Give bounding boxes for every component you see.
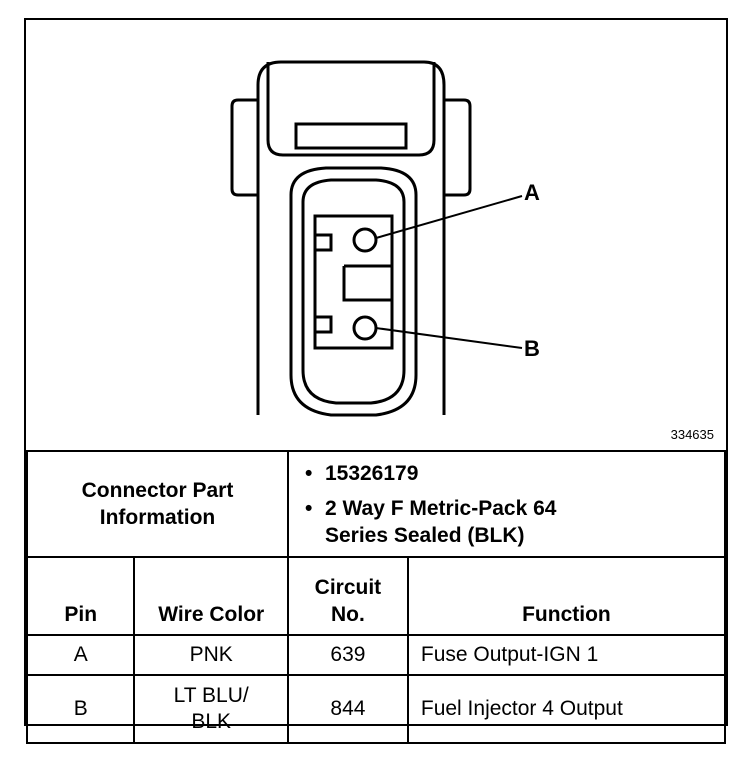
connector-info-item: •2 Way F Metric-Pack 64 Series Sealed (B… [304,496,557,547]
key-top [315,233,333,252]
cell-pin: A [25,634,136,676]
connector-info-row: Connector Part Information •15326179 •2 … [26,450,727,558]
connector-info-item: •15326179 [304,461,419,485]
latch-window [294,122,408,150]
terminal-block [313,214,394,350]
figure-id: 334635 [670,427,714,442]
connector-diagram: A B 334635 [26,20,726,450]
table-row: A PNK 639 Fuse Output-IGN 1 [25,634,727,676]
table-row: B LT BLU/ BLK 844 Fuel Injector 4 Output [25,674,727,744]
cell-pin: B [25,674,136,744]
cavity-b [352,315,378,341]
header-wire-color: Wire Color [133,556,289,636]
seal-inner [301,178,406,405]
pin-table: Connector Part Information •15326179 •2 … [25,450,727,744]
cell-wire-color: PNK [133,634,289,676]
connector-housing [256,60,446,415]
leader-a [375,195,523,239]
table-header-row: Pin Wire Color Circuit No. Function [25,556,727,636]
left-latch-tab [230,98,258,197]
pin-label-a: A [524,180,540,205]
header-circuit: Circuit No. [286,556,409,636]
cell-wire-color: LT BLU/ BLK [133,674,289,744]
header-pin: Pin [25,556,136,636]
connector-info-list: •15326179 •2 Way F Metric-Pack 64 Series… [286,450,727,558]
cell-function: Fuse Output-IGN 1 [406,634,727,676]
pin-label-b: B [524,336,540,361]
leader-b [375,327,523,349]
latch-arm [266,62,436,157]
seal-outer [289,166,418,417]
cell-circuit: 844 [286,674,409,744]
cavity-a [352,227,378,253]
header-function: Function [406,556,727,636]
center-rib [342,264,392,302]
cell-circuit: 639 [286,634,409,676]
connector-frame: A B 334635 Connector Part Information •1… [24,18,728,744]
connector-info-title: Connector Part Information [26,450,289,558]
right-latch-tab [444,98,472,197]
connector-drawing [230,60,523,417]
key-bottom [315,315,333,334]
cell-function: Fuel Injector 4 Output [406,674,727,744]
